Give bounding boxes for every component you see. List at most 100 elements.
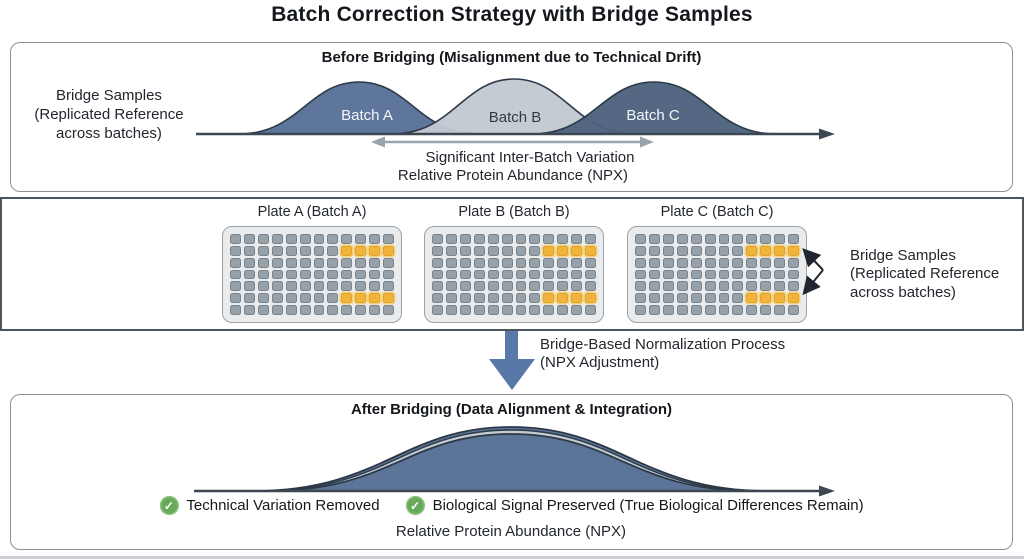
well [648, 293, 660, 304]
well [459, 234, 471, 244]
well [557, 281, 569, 292]
well [718, 305, 730, 315]
well [690, 281, 702, 292]
bridge-well [355, 245, 367, 256]
batch-c-curve [531, 81, 777, 135]
well [473, 305, 485, 315]
well [690, 257, 702, 268]
well [313, 305, 325, 315]
well [571, 281, 583, 292]
well [732, 257, 744, 268]
well [313, 281, 325, 292]
plate-b-group: Plate B (Batch B) [424, 204, 604, 323]
well [487, 293, 499, 304]
bridge-well [383, 293, 394, 304]
bridge-well [585, 293, 596, 304]
well [341, 281, 353, 292]
well [341, 269, 353, 280]
well [445, 293, 457, 304]
well [271, 245, 283, 256]
after-curve-inner [268, 433, 754, 492]
bridge-well [760, 245, 772, 256]
well [383, 234, 394, 244]
well [271, 293, 283, 304]
bridge-well [774, 293, 786, 304]
well [515, 234, 527, 244]
bridge-well [341, 293, 353, 304]
well [432, 293, 443, 304]
variation-arrowhead-left [371, 136, 385, 148]
check-item-biological: ✓ Biological Signal Preserved (True Biol… [405, 496, 864, 515]
well [732, 293, 744, 304]
variation-label: Significant Inter-Batch Variation [425, 149, 635, 166]
well [230, 269, 241, 280]
well [501, 245, 513, 256]
bridge-well [543, 245, 555, 256]
well [285, 245, 297, 256]
well [585, 234, 596, 244]
normalization-arrow-head [489, 359, 535, 390]
well [676, 234, 688, 244]
well [704, 305, 716, 315]
well [487, 281, 499, 292]
well [341, 257, 353, 268]
well [635, 234, 646, 244]
well [704, 234, 716, 244]
well [585, 269, 596, 280]
well [676, 305, 688, 315]
well [473, 293, 485, 304]
bridge-well [341, 245, 353, 256]
well [383, 257, 394, 268]
well [230, 234, 241, 244]
well [662, 245, 674, 256]
well [635, 293, 646, 304]
well [676, 281, 688, 292]
well [445, 245, 457, 256]
plate-c [627, 226, 807, 323]
after-distribution-chart [194, 426, 835, 497]
well [327, 293, 339, 304]
well [515, 305, 527, 315]
well [774, 234, 786, 244]
well [746, 281, 758, 292]
plate-b [424, 226, 604, 323]
bridge-samples-left-label: Bridge Samples (Replicated Reference acr… [34, 87, 184, 142]
well [243, 269, 255, 280]
well [543, 305, 555, 315]
normalization-label-line1: Bridge-Based Normalization Process [540, 336, 786, 353]
well [704, 257, 716, 268]
well [299, 305, 311, 315]
well [732, 245, 744, 256]
well [648, 281, 660, 292]
well [327, 269, 339, 280]
after-axis-arrowhead [819, 485, 835, 497]
before-axis-label: Relative Protein Abundance (NPX) [397, 167, 629, 184]
before-bridging-panel: Before Bridging (Misalignment due to Tec… [10, 42, 1013, 192]
well [746, 257, 758, 268]
well [257, 269, 269, 280]
well [529, 305, 541, 315]
well [257, 234, 269, 244]
well [369, 281, 381, 292]
well [557, 257, 569, 268]
well [571, 257, 583, 268]
well [690, 234, 702, 244]
well [557, 305, 569, 315]
well [313, 234, 325, 244]
well [732, 269, 744, 280]
bridge-arrow-bottom [802, 269, 824, 296]
well [432, 245, 443, 256]
well [432, 234, 443, 244]
well [718, 234, 730, 244]
check-label-technical: Technical Variation Removed [186, 497, 380, 514]
well [543, 269, 555, 280]
bridge-well [788, 293, 799, 304]
well [355, 281, 367, 292]
well [774, 281, 786, 292]
well [313, 245, 325, 256]
well [285, 269, 297, 280]
check-circle-icon: ✓ [159, 496, 179, 515]
well [648, 257, 660, 268]
well [487, 305, 499, 315]
normalization-label: Bridge-Based Normalization Process (NPX … [540, 336, 785, 372]
